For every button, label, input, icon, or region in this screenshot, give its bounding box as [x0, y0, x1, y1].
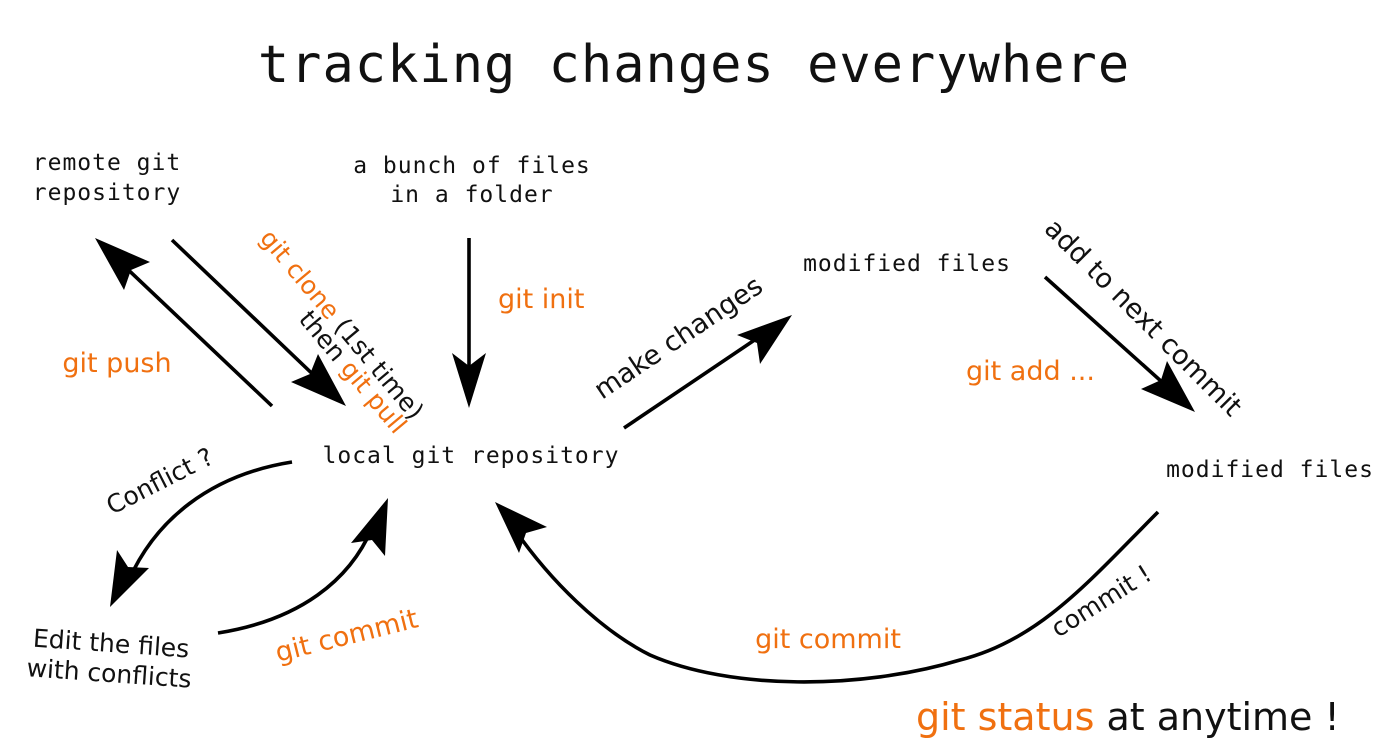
push-arrow: [118, 260, 274, 408]
add-arrow: [1043, 275, 1174, 393]
push-arrow-head: [95, 238, 150, 290]
commit-arrow: [513, 510, 1160, 684]
commit-conflict-arrow-head: [351, 498, 388, 556]
files-folder-node-line1: a bunch of files: [353, 153, 591, 179]
add-arrow-head: [1141, 361, 1195, 412]
git-commit-label: git commit: [755, 624, 901, 655]
git-push-label: git push: [62, 348, 171, 379]
git-commit-conflict-label: git commit: [272, 603, 421, 668]
make-changes-label: make changes: [589, 270, 769, 405]
git-add-label: git add ...: [966, 356, 1095, 387]
commit-arrow-head: [495, 502, 547, 553]
git-init-label: git init: [498, 284, 585, 315]
staged-files-node: modified files: [1166, 457, 1374, 483]
git-status-footer: git status at anytime !: [856, 695, 1376, 739]
remote-repo-node-line2: repository: [33, 180, 181, 206]
init-arrow-head: [452, 353, 486, 408]
git-status-command: git status: [916, 695, 1094, 739]
files-folder-node-line2: in a folder: [390, 182, 553, 208]
conflict-arrow: [126, 460, 293, 583]
conflict-label: Conflict ?: [102, 442, 219, 521]
clone-pull-arrow: [170, 238, 324, 385]
clone-pull-arrow-head: [291, 354, 346, 406]
add-to-next-commit-label: add to next commit: [1038, 213, 1248, 423]
conflict-arrow-head: [110, 550, 149, 607]
modified-files-node: modified files: [803, 251, 1011, 277]
make-changes-arrow-head: [737, 315, 792, 364]
local-repo-node: local git repository: [323, 443, 620, 469]
make-changes-arrow: [622, 331, 767, 430]
commit-conflict-arrow: [217, 527, 374, 635]
at-anytime-text: at anytime !: [1094, 695, 1339, 739]
remote-repo-node-line1: remote git: [33, 150, 181, 176]
git-pull-label: then git pull: [257, 262, 438, 469]
diagram-title: tracking changes everywhere: [258, 35, 1130, 95]
